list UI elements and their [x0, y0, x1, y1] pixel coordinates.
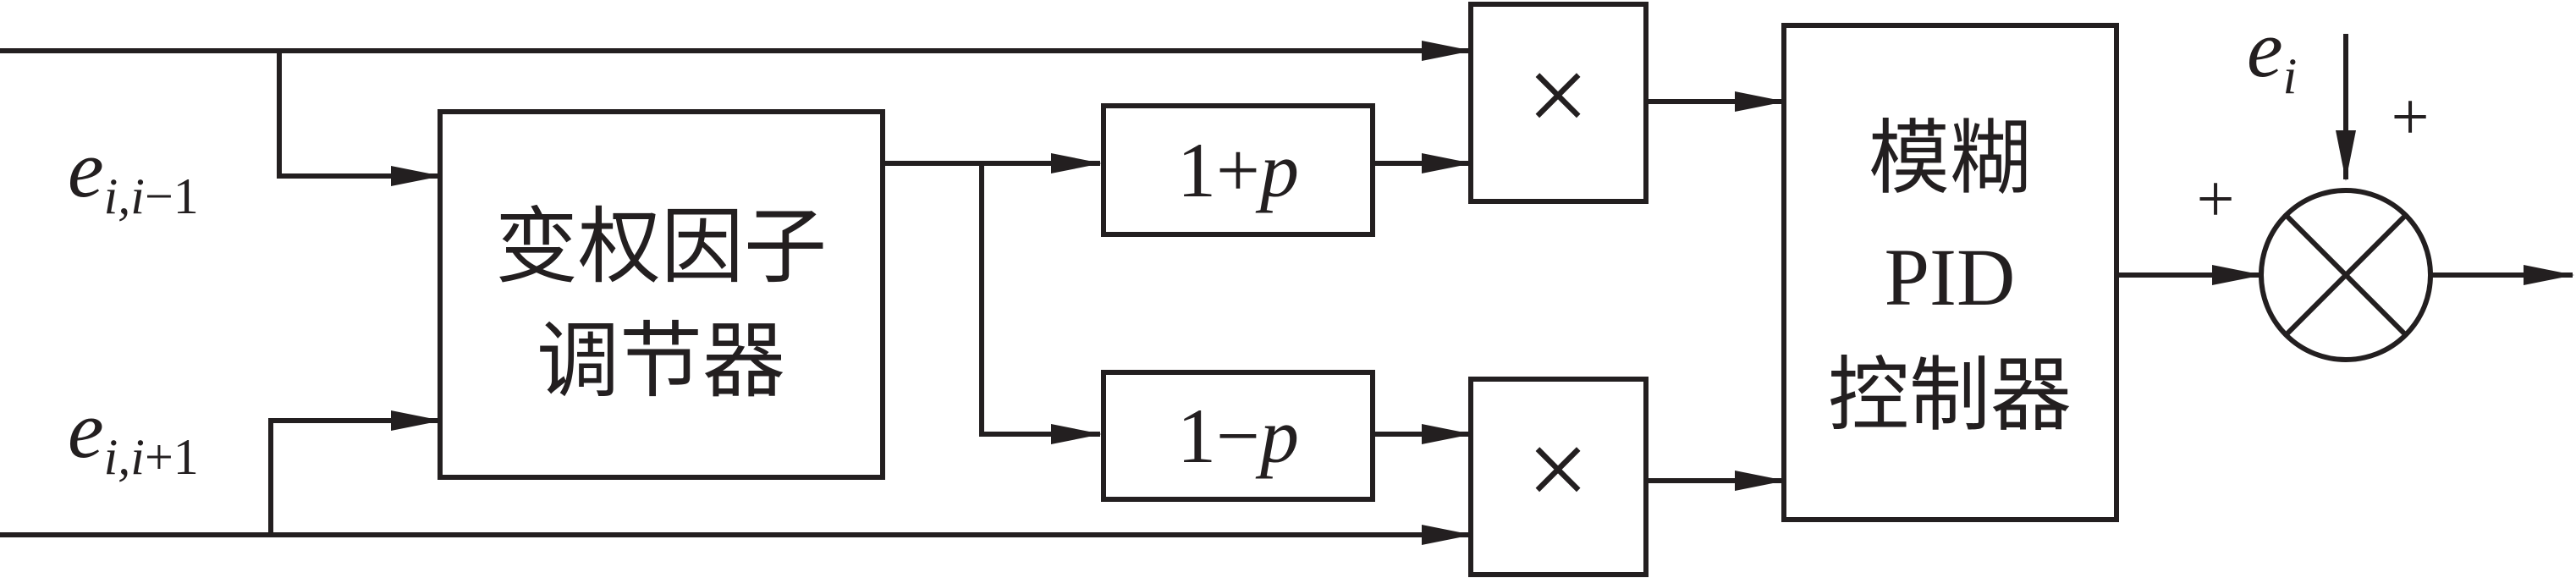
one-minus-p-block	[1101, 370, 1375, 502]
multiplier-bottom-symbol: ×	[1527, 409, 1588, 531]
summing-junction	[2259, 188, 2433, 362]
multiplier-bottom-block	[1468, 377, 1649, 577]
weight-regulator-block	[438, 109, 885, 480]
multiplier-top-symbol: ×	[1527, 35, 1588, 157]
label-ei: ei	[2247, 3, 2297, 104]
wire-bottom-branch	[268, 410, 442, 535]
label-upper-input: ei,i−1	[68, 124, 199, 224]
pid-line1: 模糊	[1869, 111, 2031, 206]
one-minus-p-label: 1−p	[1177, 393, 1299, 479]
one-plus-p-block	[1101, 103, 1375, 237]
multiplier-top-block	[1468, 2, 1649, 204]
pid-line2: PID	[1885, 232, 2016, 322]
label-lower-input: ei,i+1	[68, 384, 199, 485]
fuzzy-pid-block	[1781, 23, 2119, 522]
plus-top: +	[2391, 80, 2429, 155]
pid-line3: 控制器	[1828, 348, 2072, 443]
plus-left: +	[2196, 162, 2234, 237]
wire-top-branch	[277, 51, 442, 186]
wire-regulator-branch	[979, 163, 1102, 444]
one-plus-p-label: 1+p	[1177, 127, 1299, 213]
weight-regulator-line2: 调节器	[537, 313, 785, 410]
weight-regulator-line1: 变权因子	[495, 199, 827, 295]
